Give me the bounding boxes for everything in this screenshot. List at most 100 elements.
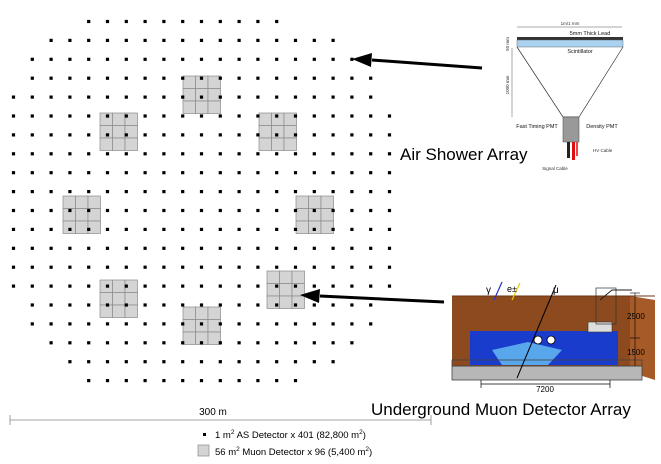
- as-detector: [124, 360, 128, 364]
- as-detector: [30, 265, 34, 269]
- as-detector: [199, 133, 204, 137]
- as-detector: [181, 246, 185, 250]
- as-detector: [11, 246, 16, 250]
- as-detector: [331, 95, 335, 99]
- as-detector: [105, 227, 110, 231]
- as-detector: [293, 133, 298, 137]
- as-detector: [256, 114, 260, 118]
- as-detector: [11, 152, 16, 156]
- as-detector: [369, 190, 373, 194]
- as-detector: [181, 265, 185, 269]
- muon-detector-cell: [124, 304, 138, 318]
- as-detector: [350, 95, 354, 99]
- as-detector: [331, 246, 335, 250]
- as-detector: [68, 57, 72, 61]
- muon-detector-cell: [182, 100, 196, 114]
- as-detector: [68, 133, 72, 137]
- as-detector: [49, 322, 53, 326]
- as-detector: [49, 227, 53, 231]
- as-detector: [162, 265, 166, 269]
- as-detector: [30, 152, 34, 156]
- as-detector: [350, 152, 354, 156]
- as-detector: [87, 190, 91, 194]
- lead-plate: [517, 37, 623, 40]
- muon-detector-blocks: [62, 75, 334, 345]
- as-detector: [350, 265, 354, 269]
- as-detector: [293, 57, 298, 61]
- as-detector: [105, 152, 110, 156]
- as-detector: [124, 246, 128, 250]
- as-detector: [68, 114, 72, 118]
- as-detector: [49, 133, 53, 137]
- muon-detector-cell: [195, 319, 209, 333]
- as-detector: [143, 322, 147, 326]
- as-detector: [331, 227, 335, 231]
- as-detector: [181, 171, 185, 175]
- as-detector: [181, 322, 185, 326]
- as-detector: [49, 76, 53, 80]
- muon-detector-cell: [283, 137, 297, 151]
- as-detector: [237, 265, 241, 269]
- as-detector: [30, 133, 34, 137]
- as-detector: [218, 19, 222, 24]
- as-detector: [199, 95, 204, 99]
- as-detector: [218, 341, 222, 345]
- as-detector: [49, 208, 53, 213]
- as-detector: [162, 379, 166, 383]
- as-detector: [275, 322, 279, 326]
- as-detector: [162, 76, 166, 80]
- as-detector: [124, 208, 128, 213]
- muon-detector-cell: [258, 112, 272, 126]
- as-detector: [124, 303, 128, 307]
- as-detector: [105, 114, 110, 118]
- as-detector: [68, 171, 72, 175]
- as-detector: [199, 284, 204, 288]
- as-detector: [49, 341, 53, 345]
- as-detector: [237, 171, 241, 175]
- muon-detector-block: [99, 112, 138, 151]
- as-detector: [293, 303, 298, 307]
- as-detector: [387, 208, 392, 213]
- scale-bar: 300 m: [9, 407, 432, 425]
- as-detector: [293, 265, 298, 269]
- muon-detector-cell: [291, 295, 305, 309]
- as-detector: [105, 322, 110, 326]
- as-detector: [162, 303, 166, 307]
- muon-detector-cell: [112, 137, 126, 151]
- as-detector: [68, 76, 72, 80]
- as-detector: [124, 95, 128, 99]
- muon-detector-cell: [258, 125, 272, 139]
- as-detector: [143, 19, 147, 24]
- muon-detector-cell: [75, 195, 89, 209]
- as-detector: [143, 133, 147, 137]
- as-detector: [237, 322, 241, 326]
- as-detector: [350, 246, 354, 250]
- as-detector: [143, 171, 147, 175]
- as-detector: [237, 341, 241, 345]
- as-detector: [331, 208, 335, 213]
- as-detector: [218, 284, 222, 288]
- as-detector: [275, 341, 279, 345]
- as-detector: [124, 19, 128, 24]
- as-detector: [256, 38, 260, 42]
- as-inset-scintillator-label: Scintillator: [567, 49, 593, 55]
- as-detector: [293, 114, 298, 118]
- as-detector: [105, 171, 110, 175]
- legend-as-label: 1 m2 AS Detector x 401 (82,800 m2): [215, 429, 366, 441]
- concrete-base: [451, 365, 643, 381]
- as-detector: [237, 284, 241, 288]
- as-detector: [49, 303, 53, 307]
- as-detector: [105, 133, 110, 137]
- as-detector: [11, 227, 16, 231]
- muon-detector-cell: [182, 75, 196, 89]
- as-detector: [87, 322, 91, 326]
- as-detector: [331, 133, 335, 137]
- as-detector: [105, 57, 110, 61]
- as-detector: [143, 38, 147, 42]
- as-detector: [49, 95, 53, 99]
- as-detector: [199, 322, 204, 326]
- as-detector: [331, 360, 335, 364]
- as-detector: [218, 171, 222, 175]
- scale-label: 300 m: [199, 407, 227, 418]
- as-detector: [124, 341, 128, 345]
